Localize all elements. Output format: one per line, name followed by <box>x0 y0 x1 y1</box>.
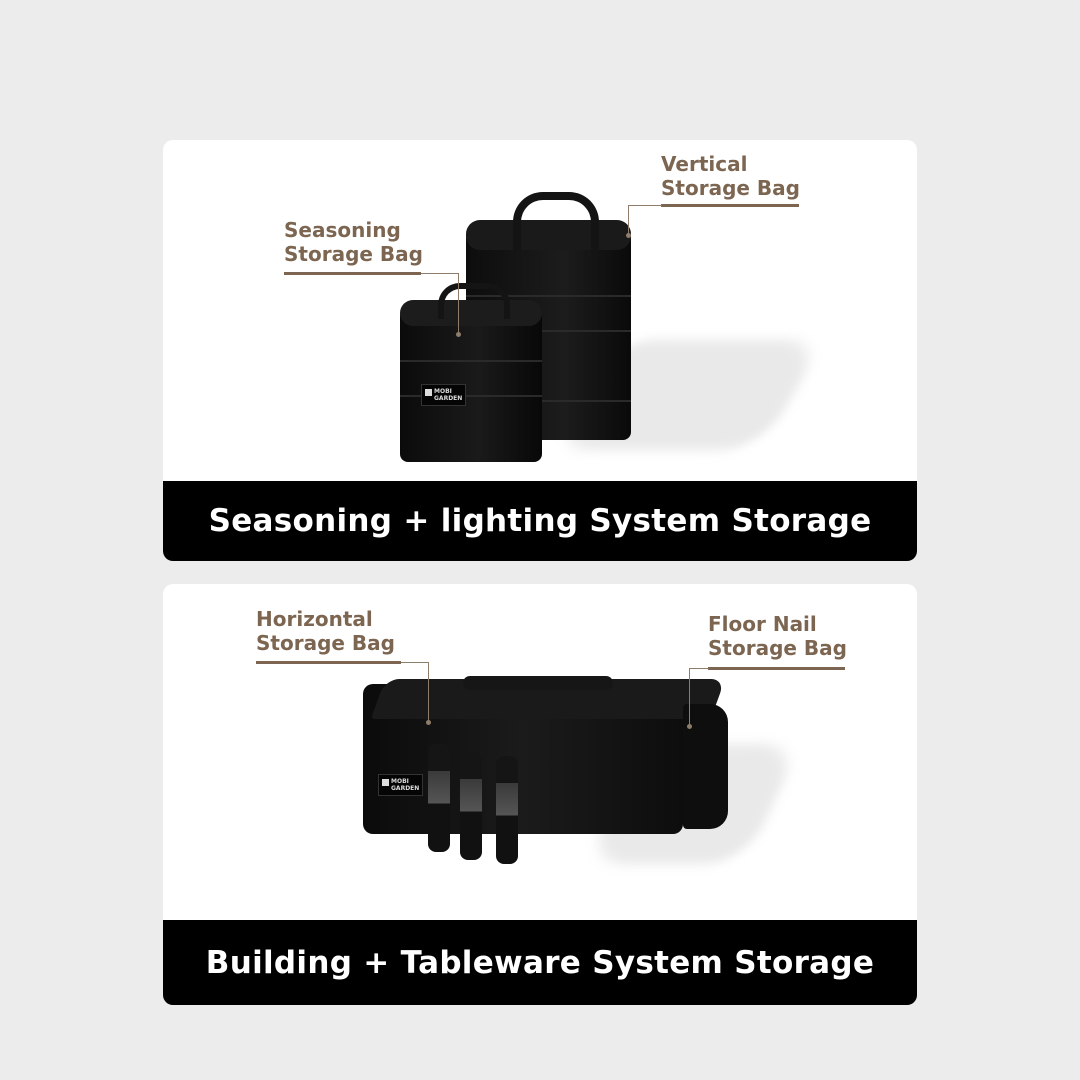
caption-bar: Building + Tableware System Storage <box>163 920 917 1005</box>
leader-dot <box>426 720 431 725</box>
leader-line <box>689 668 709 727</box>
label-horizontal-storage-bag: Horizontal Storage Bag <box>256 607 395 655</box>
label-underline <box>284 272 421 275</box>
leader-line <box>421 273 459 335</box>
leader-line <box>401 662 429 723</box>
caption-text: Seasoning + lighting System Storage <box>208 503 872 539</box>
panel-building-tableware: MOBI GARDEN Horizontal Storage Bag Floor… <box>163 584 917 1005</box>
leader-dot <box>626 233 631 238</box>
label-floor-nail-storage-bag: Floor Nail Storage Bag <box>708 612 847 660</box>
panel-seasoning-lighting: MOBI GARDEN Seasoning Storage Bag Vertic… <box>163 140 917 561</box>
label-underline <box>708 667 845 670</box>
leader-line <box>628 205 662 236</box>
leader-dot <box>687 724 692 729</box>
label-seasoning-storage-bag: Seasoning Storage Bag <box>284 218 423 266</box>
brand-patch: MOBI GARDEN <box>378 774 424 796</box>
label-vertical-storage-bag: Vertical Storage Bag <box>661 152 800 200</box>
caption-bar: Seasoning + lighting System Storage <box>163 481 917 561</box>
leader-dot <box>456 332 461 337</box>
label-underline <box>661 204 799 207</box>
brand-patch: MOBI GARDEN <box>421 384 467 406</box>
label-underline <box>256 661 401 664</box>
caption-text: Building + Tableware System Storage <box>205 944 875 981</box>
